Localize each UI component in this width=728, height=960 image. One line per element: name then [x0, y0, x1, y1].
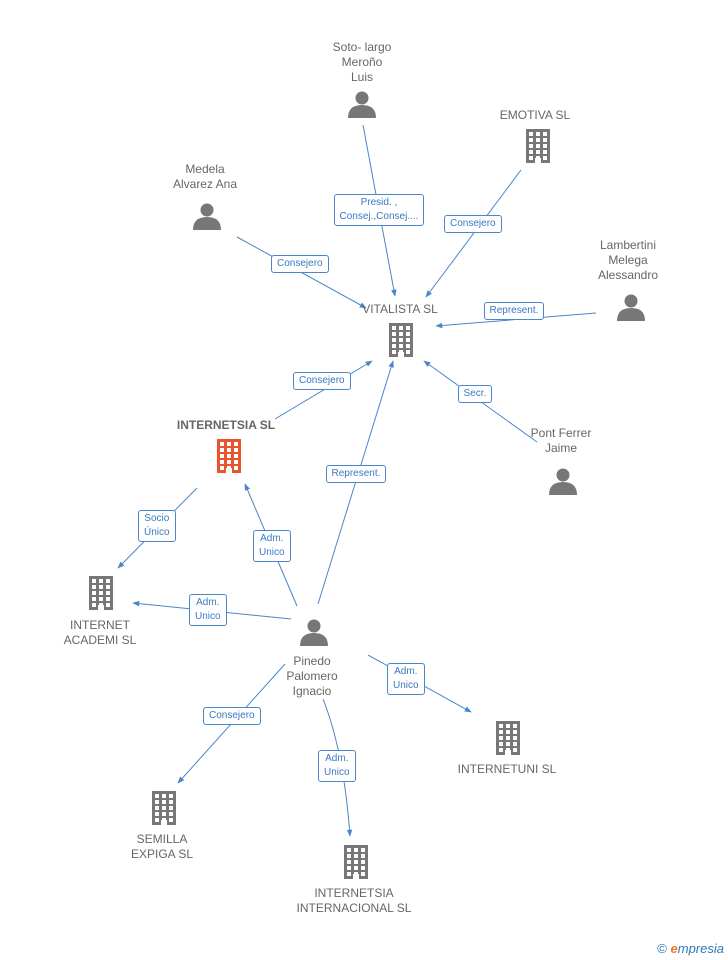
node-label-internetsia[interactable]: INTERNETSIA SL	[176, 418, 276, 432]
edge-emotiva-vitalista	[425, 169, 522, 298]
edge-label-lambertini-vitalista[interactable]: Represent.	[483, 302, 545, 320]
node-label-medela[interactable]: Medela Alvarez Ana	[172, 162, 238, 191]
edge-label-internetsia-vitalista[interactable]: Consejero	[293, 372, 351, 390]
person-icon-pinedo[interactable]	[300, 619, 328, 647]
edge-label-internetsia-academi[interactable]: Socio Único	[138, 510, 176, 542]
building-icon-emotiva[interactable]	[526, 129, 550, 163]
person-icon-lambertini[interactable]	[617, 294, 645, 322]
copyright-symbol: ©	[657, 941, 667, 956]
building-icon-internacional[interactable]	[344, 845, 368, 879]
footer-brand: © empresia	[657, 941, 724, 956]
building-icon-semilla[interactable]	[152, 791, 176, 825]
node-label-emotiva[interactable]: EMOTIVA SL	[499, 108, 571, 122]
node-label-semilla[interactable]: SEMILLA EXPIGA SL	[130, 832, 194, 861]
edge-label-pinedo-internetsia[interactable]: Adm. Unico	[253, 530, 291, 562]
node-label-vitalista[interactable]: VITALISTA SL	[362, 302, 438, 316]
person-icon-pont[interactable]	[549, 468, 577, 496]
edge-label-pont-vitalista[interactable]: Secr.	[457, 385, 493, 403]
node-label-pont[interactable]: Pont Ferrer Jaime	[530, 426, 592, 455]
edge-label-pinedo-internetuni[interactable]: Adm. Unico	[387, 663, 425, 695]
node-label-lambertini[interactable]: Lambertini Melega Alessandro	[597, 238, 659, 282]
brand-name: mpresia	[677, 941, 724, 956]
node-label-pinedo[interactable]: Pinedo Palomero Ignacio	[286, 654, 338, 698]
node-label-academi[interactable]: INTERNET ACADEMI SL	[63, 618, 137, 647]
building-icon-internetsia[interactable]	[217, 439, 241, 473]
edge-label-pinedo-vitalista[interactable]: Represent.	[325, 465, 387, 483]
building-icon-internetuni[interactable]	[496, 721, 520, 755]
edge-label-pinedo-academi[interactable]: Adm. Unico	[189, 594, 227, 626]
building-icon-academi[interactable]	[89, 576, 113, 610]
person-icon-soto[interactable]	[348, 91, 376, 119]
edge-label-soto-vitalista[interactable]: Presid. , Consej.,Consej....	[333, 194, 425, 226]
person-icon-medela[interactable]	[193, 203, 221, 231]
brand-e: e	[670, 941, 678, 956]
edge-internetsia-vitalista	[274, 360, 373, 420]
edge-label-emotiva-vitalista[interactable]: Consejero	[444, 215, 502, 233]
edge-label-medela-vitalista[interactable]: Consejero	[271, 255, 329, 273]
building-icon-vitalista[interactable]	[389, 323, 413, 357]
edge-label-pinedo-semilla[interactable]: Consejero	[203, 707, 261, 725]
node-label-soto[interactable]: Soto- largo Meroño Luis	[332, 40, 392, 84]
edge-label-pinedo-internacional[interactable]: Adm. Unico	[318, 750, 356, 782]
node-label-internetuni[interactable]: INTERNETUNI SL	[457, 762, 557, 776]
node-label-internacional[interactable]: INTERNETSIA INTERNACIONAL SL	[296, 886, 412, 915]
